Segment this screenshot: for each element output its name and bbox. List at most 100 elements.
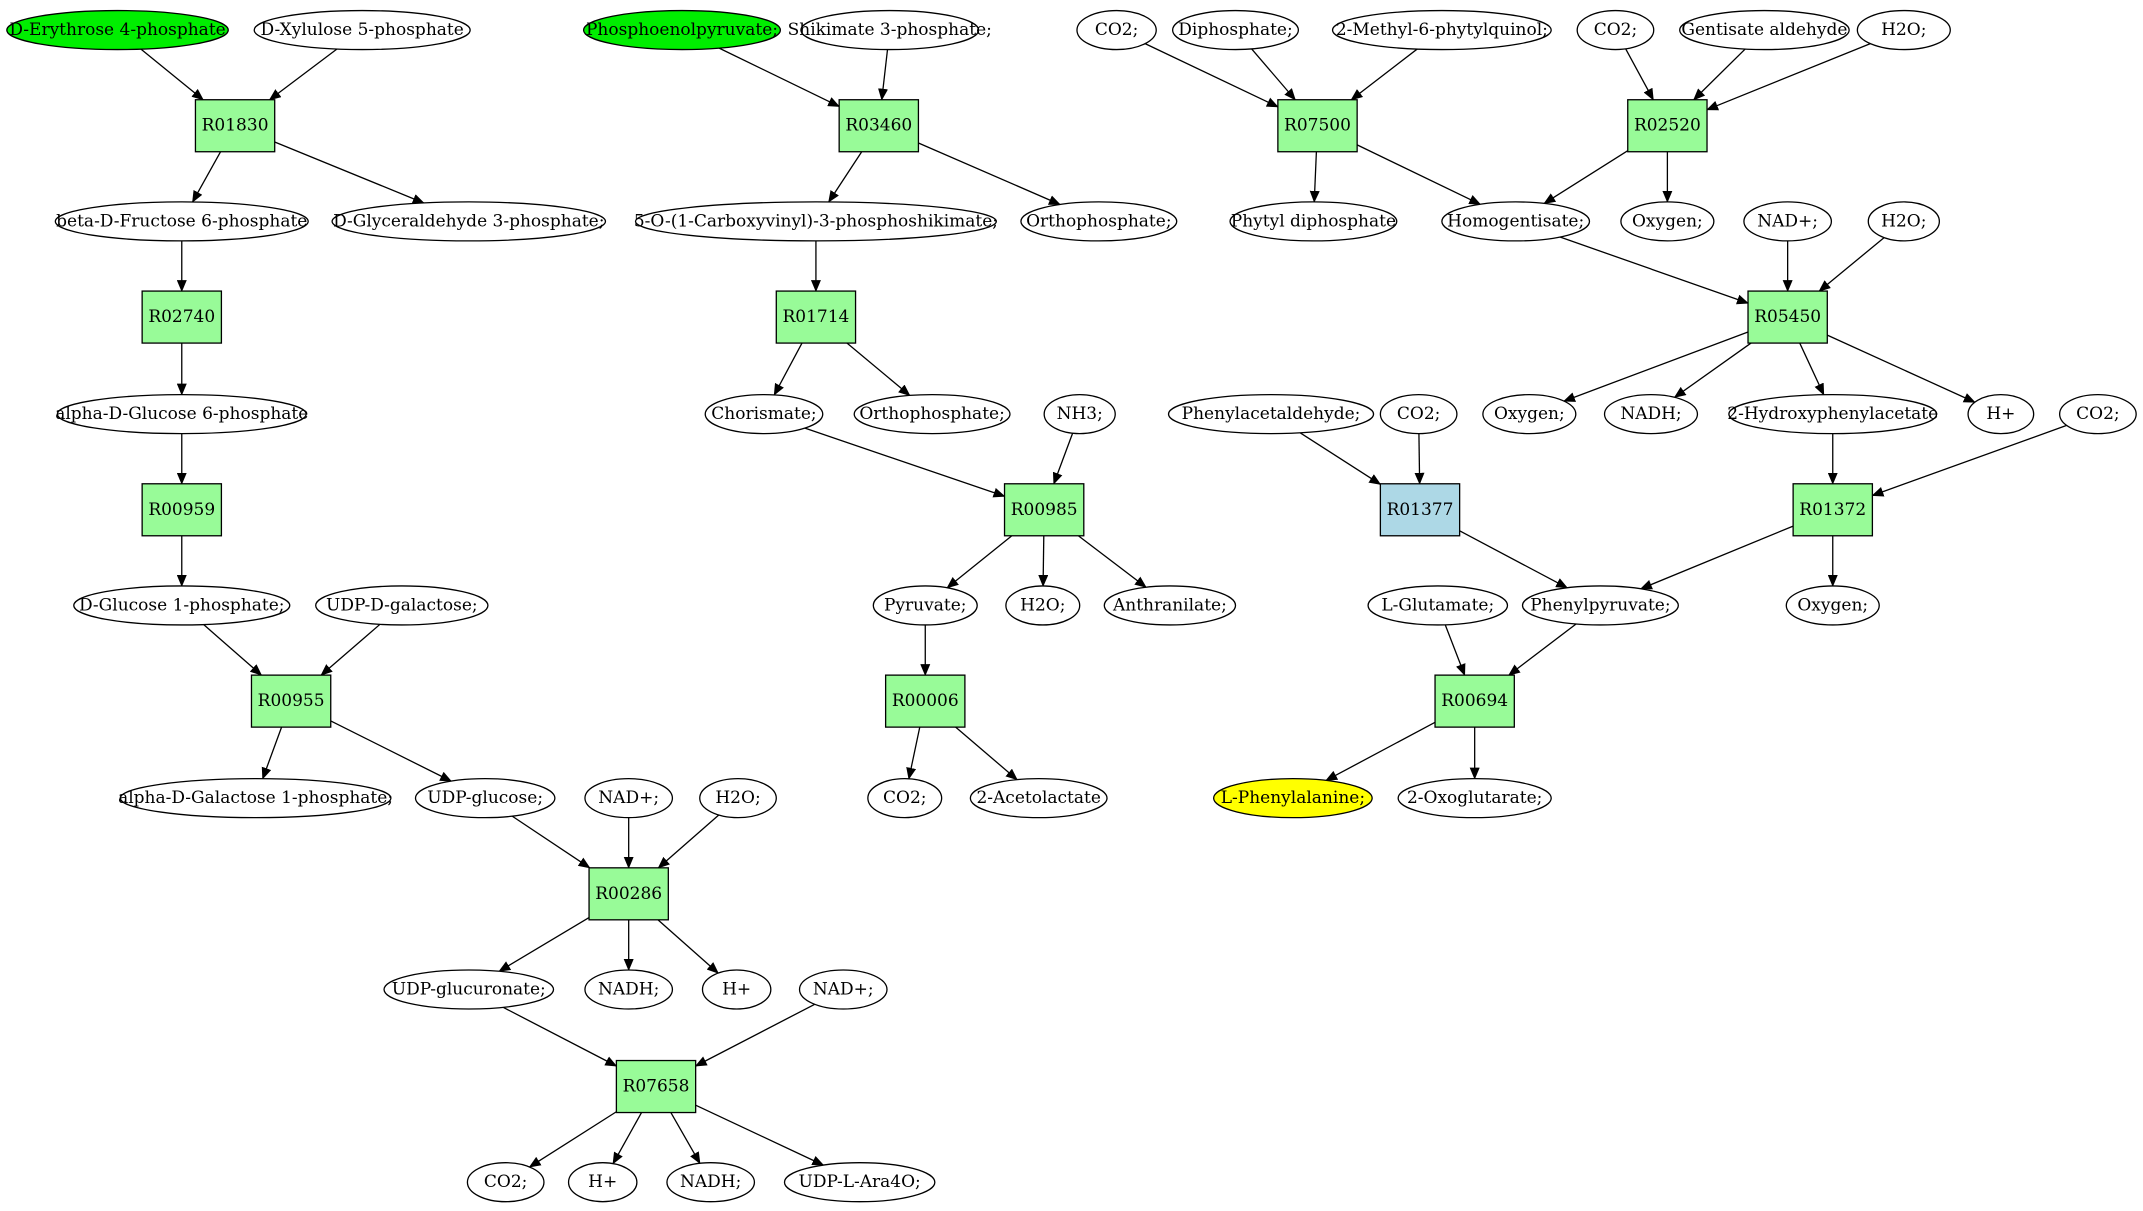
reaction-node: R01377 (1379, 483, 1461, 537)
compound-label: 2-Methyl-6-phytylquinol; (1336, 20, 1548, 40)
compound-label: D-Glucose 1-phosphate; (79, 595, 285, 615)
edge-c36-to-r12 (1693, 48, 1746, 101)
edge-c33-to-r11 (1251, 48, 1296, 101)
compound-ellipse (1679, 9, 1850, 51)
reaction-node: R01714 (775, 290, 857, 344)
edge-r11-to-c39 (1356, 144, 1482, 205)
compound-label: Phytyl diphosphate (1231, 211, 1396, 231)
compound-label: H2O; (1881, 20, 1926, 40)
compound-node: Phosphoenolpyruvate; (582, 9, 782, 51)
edge-r9-to-c27 (946, 535, 1013, 589)
compound-node: L-Glutamate; (1367, 585, 1509, 626)
compound-ellipse (54, 201, 309, 242)
compound-ellipse (1603, 393, 1699, 435)
compound-ellipse (56, 393, 307, 435)
compound-label: CO2; (2076, 404, 2120, 424)
edge-c39-to-r13 (1559, 236, 1749, 305)
compound-label: NADH; (680, 1172, 741, 1192)
compound-ellipse (1728, 393, 1938, 435)
reaction-box (884, 674, 966, 728)
compound-label: 2-Acetolactate (976, 788, 1100, 808)
edge-r6-to-c18 (670, 1112, 701, 1165)
compound-node: Pyruvate; (872, 585, 978, 626)
edge-r15-to-c51 (1639, 525, 1794, 590)
reaction-node: R03460 (838, 99, 920, 153)
reaction-box (194, 99, 276, 153)
compound-node: CO2; (867, 778, 943, 819)
compound-node: Anthranilate; (1103, 585, 1237, 626)
compound-node: CO2; (2058, 393, 2137, 435)
reaction-box (141, 290, 223, 344)
edge-c7-to-r4 (320, 623, 381, 676)
reaction-box (615, 1059, 697, 1114)
compound-ellipse (582, 9, 782, 51)
reaction-label: R00286 (595, 884, 662, 904)
edge-r6-to-c16 (528, 1111, 617, 1168)
compound-node: H2O; (1867, 201, 1941, 242)
compound-node: CO2; (1379, 393, 1458, 435)
compound-ellipse (1229, 201, 1398, 242)
compound-label: Homogentisate; (1447, 211, 1584, 231)
reaction-node: R07658 (615, 1059, 697, 1114)
reaction-box (838, 99, 920, 153)
reaction-node: R00006 (884, 674, 966, 728)
edge-r6-to-c19 (695, 1104, 825, 1166)
compound-ellipse (798, 969, 888, 1010)
compound-label: NAD+; (813, 979, 874, 999)
compound-node: D-Erythrose 4-phosphate (6, 9, 229, 51)
compound-ellipse (1743, 201, 1833, 242)
reaction-label: R00959 (148, 500, 215, 520)
compound-node: Diphosphate; (1171, 9, 1300, 51)
compound-ellipse (1171, 9, 1300, 51)
edge-c2-to-r1 (268, 48, 338, 101)
compound-label: alpha-D-Galactose 1-phosphate; (118, 788, 393, 808)
compound-ellipse (119, 778, 392, 819)
compound-node: UDP-glucose; (414, 778, 556, 819)
compound-node: Phenylacetaldehyde; (1167, 393, 1375, 435)
edge-r6-to-c17 (612, 1112, 643, 1165)
reaction-label: R01714 (782, 307, 849, 327)
edge-c6-to-r4 (203, 624, 263, 676)
compound-label: NH3; (1057, 404, 1103, 424)
edge-r4-to-c9 (330, 720, 453, 782)
compound-node: Shikimate 3-phosphate; (788, 9, 992, 51)
compound-node: UDP-D-galactose; (315, 585, 489, 626)
compound-label: H2O; (1020, 595, 1065, 615)
edge-r1-to-c3 (192, 151, 222, 203)
edge-r10-to-c30 (906, 726, 921, 780)
compound-ellipse (253, 9, 471, 51)
edge-r11-to-c38 (1309, 151, 1320, 203)
compound-ellipse (1331, 9, 1552, 51)
edge-c50-to-r16 (1444, 624, 1466, 677)
compound-ellipse (704, 393, 824, 435)
reaction-node: R00286 (588, 867, 669, 921)
compound-ellipse (1076, 9, 1157, 51)
compound-ellipse (584, 778, 674, 819)
compound-ellipse (1379, 393, 1458, 435)
edge-c47-to-r15 (1871, 424, 2067, 497)
compound-ellipse (1785, 585, 1880, 626)
compound-node: D-Xylulose 5-phosphate (253, 9, 471, 51)
reaction-node: R05450 (1747, 290, 1828, 344)
compound-ellipse (1020, 201, 1178, 242)
compound-label: NADH; (598, 979, 659, 999)
edge-r1-to-c4 (274, 141, 425, 204)
compound-ellipse (6, 9, 229, 51)
edge-c51-to-r16 (1508, 623, 1577, 676)
compound-ellipse (331, 201, 607, 242)
compound-ellipse (2058, 393, 2137, 435)
compound-label: L-Glutamate; (1381, 595, 1494, 615)
reaction-label: R00694 (1441, 691, 1508, 711)
edge-r13-to-c44 (1673, 342, 1752, 398)
reaction-label: R00985 (1011, 500, 1078, 520)
reaction-box (141, 483, 223, 537)
compound-label: Phosphoenolpyruvate; (586, 20, 778, 40)
compound-ellipse (1482, 393, 1577, 435)
edge-c20-to-r7 (718, 47, 841, 108)
reaction-box (1379, 483, 1461, 537)
compound-node: UDP-L-Ara4O; (783, 1162, 936, 1203)
edge-r16-to-c53 (1325, 721, 1436, 782)
compound-node: CO2; (1076, 9, 1157, 51)
edge-c12-to-r6 (502, 1006, 618, 1067)
compound-label: UDP-L-Ara4O; (799, 1172, 921, 1192)
